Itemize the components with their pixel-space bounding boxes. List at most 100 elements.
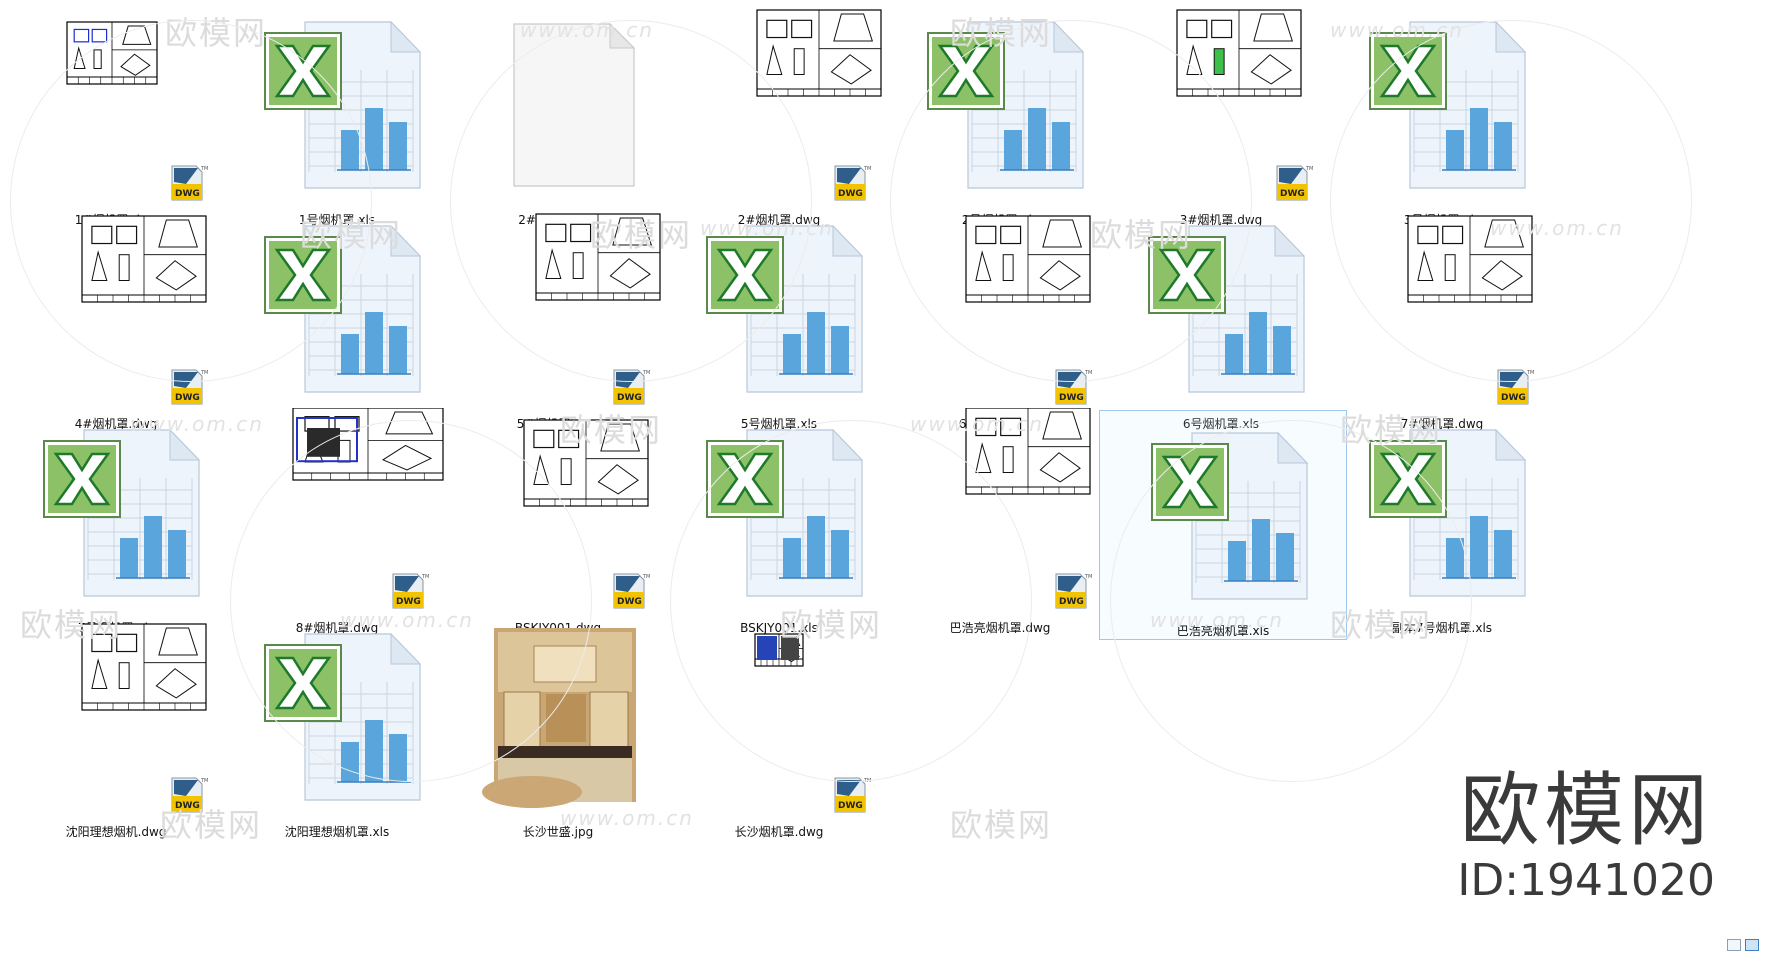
file-item[interactable]: 长沙世盛.jpg xyxy=(434,612,682,842)
excel-file-icon xyxy=(264,20,422,189)
file-item[interactable]: BSKJY001.xls xyxy=(655,408,903,638)
file-name-label: 长沙烟机罩.dwg xyxy=(734,825,824,839)
svg-text:TM: TM xyxy=(1084,574,1092,580)
dwg-badge-icon: DWG TM xyxy=(1055,573,1092,609)
file-name-label: 副本7号烟机罩.xls xyxy=(1391,621,1493,635)
dwg-badge-icon: DWG TM xyxy=(171,165,208,201)
excel-file-icon xyxy=(264,224,422,393)
file-name-label: 沈阳理想烟机.dwg xyxy=(65,825,167,839)
details-view-icon[interactable] xyxy=(1727,939,1741,951)
excel-file-icon xyxy=(264,632,422,801)
brand-name: 欧模网 xyxy=(1460,764,1713,857)
svg-text:DWG: DWG xyxy=(1059,393,1084,403)
excel-file-icon xyxy=(43,428,201,597)
file-item[interactable]: 沈阳理想烟机罩.xls xyxy=(213,612,461,842)
excel-file-icon xyxy=(706,224,864,393)
excel-file-icon xyxy=(1148,224,1306,393)
cad-drawing-thumbnail xyxy=(1407,215,1533,303)
excel-file-icon xyxy=(1369,428,1527,597)
dwg-file-icon: DWG TM xyxy=(535,213,661,405)
file-item[interactable]: 1号烟机罩.xls xyxy=(213,0,461,230)
excel-file-icon xyxy=(264,632,422,801)
file-item[interactable]: 5号烟机罩.xls xyxy=(655,204,903,434)
file-item[interactable]: 副本7号烟机罩.xls xyxy=(1318,408,1566,638)
blank-file-icon xyxy=(513,22,636,187)
svg-text:TM: TM xyxy=(1305,166,1313,172)
file-name-label: 2#烟机罩.dwg xyxy=(737,213,821,227)
file-name-label: 长沙世盛.jpg xyxy=(522,825,594,839)
svg-text:DWG: DWG xyxy=(1059,597,1084,607)
svg-text:DWG: DWG xyxy=(617,597,642,607)
svg-text:TM: TM xyxy=(421,574,429,580)
dwg-badge-icon: DWG TM xyxy=(613,369,650,405)
brand-id: ID:1941020 xyxy=(1457,855,1715,906)
svg-text:DWG: DWG xyxy=(838,801,863,811)
blank-file-icon xyxy=(513,22,636,187)
file-item[interactable]: 6号烟机罩.xls xyxy=(1097,204,1345,434)
svg-text:TM: TM xyxy=(200,166,208,172)
dwg-file-icon: DWG TM xyxy=(965,215,1092,405)
svg-text:DWG: DWG xyxy=(1501,393,1526,403)
file-item[interactable]: 4号烟机罩.xls xyxy=(213,204,461,434)
excel-file-icon xyxy=(927,20,1085,189)
svg-text:DWG: DWG xyxy=(1280,189,1305,199)
cad-drawing-thumbnail xyxy=(66,21,158,85)
cad-drawing-thumbnail xyxy=(756,9,882,97)
dwg-file-icon: DWG TM xyxy=(1407,215,1534,405)
dwg-badge-icon: DWG TM xyxy=(1276,165,1313,201)
svg-text:TM: TM xyxy=(642,370,650,376)
file-item[interactable]: 3号烟机罩.xls xyxy=(1318,0,1566,230)
excel-file-icon xyxy=(264,224,422,393)
file-item[interactable]: 7号烟机罩.xls xyxy=(0,408,240,638)
dwg-file-icon: DWG TM xyxy=(1176,9,1313,201)
cad-drawing-thumbnail xyxy=(292,408,444,481)
cad-drawing-thumbnail xyxy=(81,215,207,303)
excel-file-icon xyxy=(1148,224,1306,393)
excel-file-icon xyxy=(927,20,1085,189)
dwg-file-icon: DWG TM xyxy=(66,21,208,201)
dwg-badge-icon: DWG TM xyxy=(392,573,429,609)
svg-text:TM: TM xyxy=(1526,370,1534,376)
excel-file-icon xyxy=(706,428,864,597)
file-item[interactable]: 2#烟机罩.bak xyxy=(434,0,682,230)
dwg-file-icon: DWG TM xyxy=(965,408,1092,609)
svg-text:DWG: DWG xyxy=(175,189,200,199)
excel-file-icon xyxy=(264,20,422,189)
svg-text:DWG: DWG xyxy=(617,393,642,403)
svg-text:DWG: DWG xyxy=(175,393,200,403)
dwg-badge-icon: DWG TM xyxy=(1055,369,1092,405)
svg-text:DWG: DWG xyxy=(396,597,421,607)
file-name-label: 巴浩亮烟机罩.xls xyxy=(1176,624,1270,638)
svg-text:TM: TM xyxy=(1084,370,1092,376)
excel-file-icon xyxy=(1369,20,1527,189)
file-item[interactable]: 2号烟机罩.xls xyxy=(876,0,1124,230)
excel-file-icon xyxy=(706,224,864,393)
file-item[interactable]: 巴浩亮烟机罩.xls xyxy=(1099,410,1347,640)
large-icons-view-icon[interactable] xyxy=(1745,939,1759,951)
file-name-label: 沈阳理想烟机罩.xls xyxy=(284,825,390,839)
cad-drawing-thumbnail xyxy=(754,633,804,667)
cad-drawing-thumbnail xyxy=(535,213,661,301)
cad-drawing-thumbnail xyxy=(81,623,207,711)
excel-file-icon xyxy=(1369,428,1527,597)
brand-watermark: 欧模网 ID:1941020 xyxy=(1457,768,1715,908)
